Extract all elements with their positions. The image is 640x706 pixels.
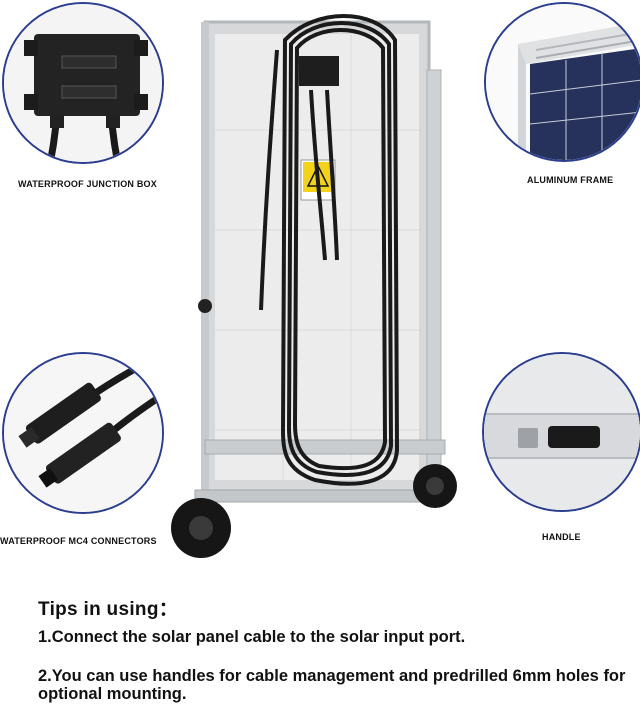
- junction-box-callout: [2, 2, 164, 164]
- junction-box-image: [4, 4, 162, 162]
- mc4-connectors-image: [4, 354, 162, 512]
- tip-item: 2.You can use handles for cable manageme…: [38, 667, 626, 703]
- mc4-connectors-callout: [2, 352, 164, 514]
- aluminum-frame-callout: [484, 2, 640, 162]
- junction-box-caption: WATERPROOF JUNCTION BOX: [18, 179, 157, 189]
- tips-title: Tips in using：: [38, 599, 179, 620]
- aluminum-frame-caption: ALUMINUM FRAME: [527, 175, 614, 185]
- mc4-connectors-caption: WATERPROOF MC4 CONNECTORS: [0, 536, 157, 546]
- handle-caption: HANDLE: [542, 532, 581, 542]
- handle-callout: [482, 352, 640, 512]
- tip-item: 1.Connect the solar panel cable to the s…: [38, 628, 466, 646]
- aluminum-frame-image: [486, 4, 640, 160]
- handle-image: [484, 354, 640, 510]
- solar-panel-cart-image: [171, 14, 457, 558]
